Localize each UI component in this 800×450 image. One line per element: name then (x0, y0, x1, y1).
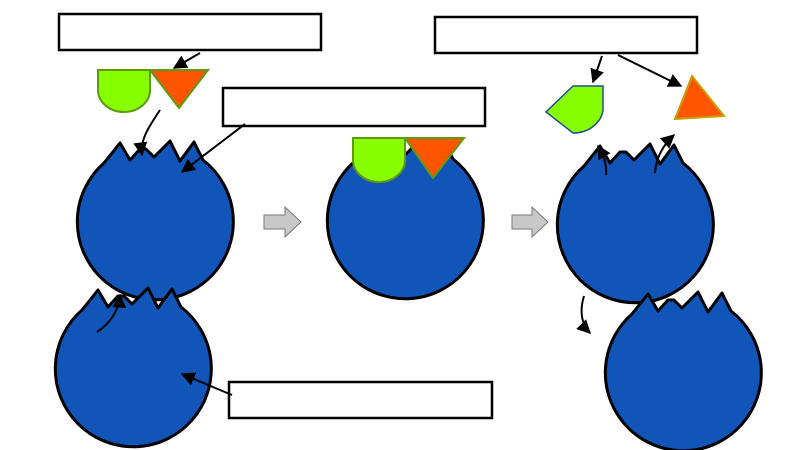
product-a-icon (544, 85, 604, 134)
label-box-active-site[interactable] (221, 86, 487, 128)
pointer-product-b-arrow (617, 54, 683, 87)
enzyme-3-icon (555, 142, 715, 305)
substrate-b-triangle-icon (147, 69, 211, 110)
bound-substrate-a-icon (352, 137, 406, 183)
step-arrow-2-icon (511, 205, 549, 239)
label-box-substrates[interactable] (57, 12, 323, 52)
enzyme-released-icon (603, 290, 763, 450)
pointer-enzyme-arrow (180, 372, 233, 396)
enzyme-1-icon (75, 139, 235, 302)
product-b-triangle-icon (673, 74, 726, 121)
substrates-entering-arrow (133, 109, 161, 157)
enzyme-release-arrow (576, 295, 591, 334)
pointer-product-a-arrow (590, 55, 604, 84)
label-box-products[interactable] (433, 15, 699, 55)
pointer-substrates-arrow (172, 52, 201, 69)
label-box-enzyme[interactable] (227, 380, 494, 420)
step-arrow-1-icon (263, 205, 302, 239)
product-b-leaving-arrow (654, 134, 676, 174)
enzyme-free-icon (53, 286, 213, 449)
substrate-a-semicircle-icon (97, 69, 151, 113)
pointer-active-site-arrow (180, 123, 246, 173)
product-a-leaving-arrow (597, 144, 611, 176)
bound-substrate-b-triangle-icon (403, 137, 467, 180)
enzyme-recycle-arrow (96, 293, 127, 333)
